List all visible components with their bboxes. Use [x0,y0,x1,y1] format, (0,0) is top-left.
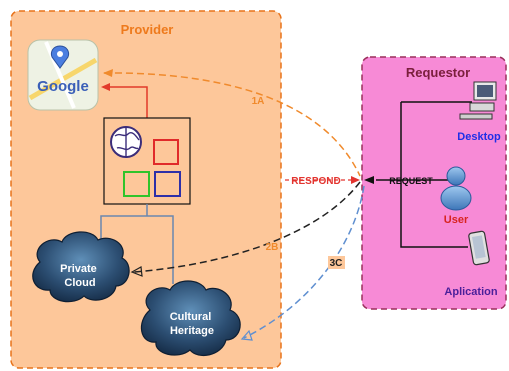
link-1a-curve [103,72,361,177]
provider-title: Provider [121,22,174,37]
private-cloud-label: Private Cloud [60,263,100,289]
link-3c-label-bg [328,256,345,269]
user-label: User [444,214,469,226]
private-cloud-line-1: Private [60,263,97,275]
requestor-title: Requestor [406,65,470,80]
link-3c-curve [243,185,365,339]
provider-node [103,117,191,205]
green-square-icon [123,171,150,197]
link-2b-label: 2B [266,242,279,253]
private-cloud-line-2: Cloud [64,277,95,289]
user-icon [440,166,472,211]
mobile-phone-icon [468,230,490,266]
cultural-heritage-cloud: Cultural Heritage [140,280,241,357]
cultural-heritage-line-2: Heritage [170,325,214,337]
desktop-label: Desktop [457,131,501,143]
cultural-heritage-line-1: Cultural [170,311,212,323]
respond-label: RESPOND [291,176,340,187]
link-3c-label: 3C [330,258,343,269]
request-arrowhead [364,176,374,184]
red-square-icon [153,139,179,165]
link-1a-arrowhead [103,69,113,77]
globe-icon [110,126,142,158]
respond-arrowhead [351,176,360,184]
desktop-icon [459,81,497,120]
link-2b-curve [133,181,361,273]
google-link-line [103,86,148,118]
private-cloud: Private Cloud [32,231,130,303]
link-3c-arrowhead [240,329,253,341]
link-1a-label: 1A [252,96,265,107]
google-link-arrowhead [101,83,110,91]
google-maps-logo: Google [27,39,99,111]
requestor-tree-lines [376,101,472,248]
application-label: Aplication [444,286,497,298]
cultural-heritage-label: Cultural Heritage [170,311,215,337]
google-logo-text: Google [37,78,89,95]
link-2b-arrowhead [130,266,143,277]
blue-square-icon [154,171,181,197]
node-to-cloud-lines [100,204,174,284]
request-label: REQUEST [389,176,433,186]
